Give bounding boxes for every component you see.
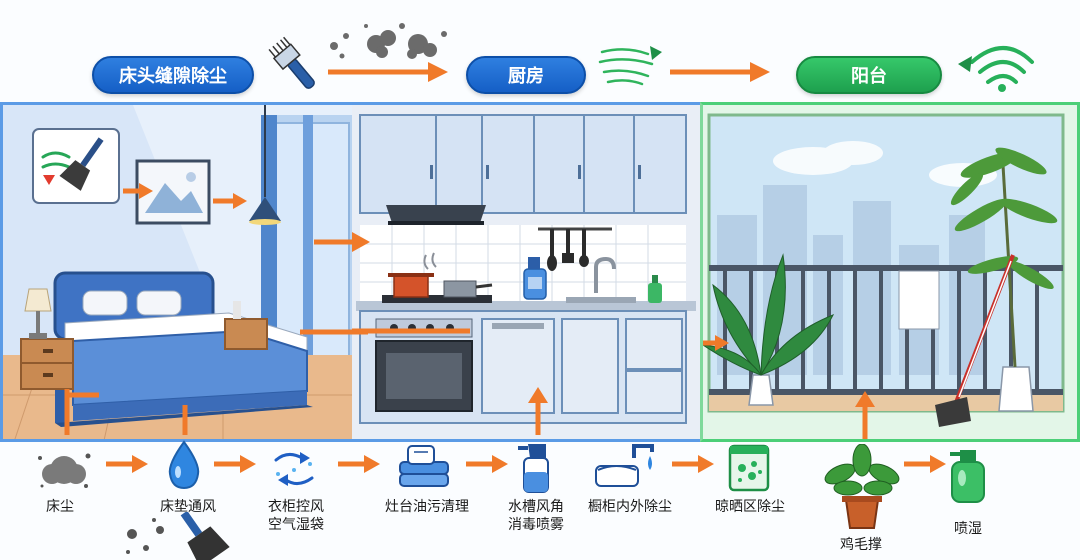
kitchen-panel	[352, 102, 700, 442]
step-label-7: 晾晒区除尘	[715, 499, 785, 515]
bedroom-panel	[0, 102, 352, 442]
bed-to-kitchen-arrow	[314, 232, 370, 252]
step-label-8: 鸡毛撑	[840, 537, 882, 553]
header-arrow-2	[670, 62, 770, 82]
step-label-5-line2: 消毒喷雾	[508, 517, 564, 533]
flow-arrow-2	[214, 455, 256, 473]
pill-kitchen: 厨房	[466, 56, 586, 94]
step-label-3-line1: 衣柜控风	[268, 499, 324, 515]
brush-icon	[268, 36, 315, 89]
step-label-2: 床垫通风	[160, 499, 216, 515]
pill-balcony-label: 阳台	[851, 66, 887, 87]
step-label-3: 衣柜控风 空气湿袋	[256, 498, 336, 534]
airflow-icon	[274, 452, 314, 486]
step-label-1: 床尘	[46, 499, 74, 515]
step-label-5: 水槽风角 消毒喷雾	[496, 498, 576, 534]
step-label-4: 灶台油污清理	[385, 499, 469, 515]
balcony-panel	[700, 102, 1080, 442]
flow-arrow-3	[338, 455, 380, 473]
wind-swoosh-icon	[598, 46, 662, 86]
dust-bag-icon	[728, 444, 770, 492]
bed-to-kitchen-arrow-2	[300, 329, 368, 335]
cleaning-towel-icon	[399, 445, 449, 487]
pill-balcony: 阳台	[796, 56, 942, 94]
flow-arrow-4	[466, 455, 508, 473]
header-arrow-1	[328, 62, 448, 82]
pill-bedside-dust: 床头缝隙除尘	[92, 56, 254, 94]
pill-bedside-label: 床头缝隙除尘	[119, 66, 227, 87]
wifi-airflow-icon	[958, 46, 1034, 92]
water-drop-icon	[168, 440, 200, 490]
dust-particles-icon	[330, 23, 447, 59]
step-label-3-line2: 空气湿袋	[268, 517, 324, 533]
balcony-scene	[703, 105, 1077, 439]
broom-dust-icon	[126, 512, 230, 560]
faucet-cloth-icon	[595, 444, 654, 487]
kitchen-scene	[352, 105, 700, 439]
step-label-5-line1: 水槽风角	[508, 499, 564, 515]
bedroom-scene	[3, 105, 352, 439]
spray-bottle-icon	[518, 444, 549, 493]
potted-plant-icon	[824, 444, 900, 529]
step-label-9: 喷湿	[954, 521, 982, 537]
flow-arrow-1	[106, 455, 148, 473]
flow-arrow-6	[672, 455, 714, 473]
watering-can-icon	[950, 450, 985, 503]
step-label-6: 橱柜内外除尘	[588, 499, 672, 515]
pill-kitchen-label: 厨房	[508, 66, 544, 87]
flow-arrow-8	[904, 455, 946, 473]
dust-cloud-icon	[38, 453, 91, 488]
